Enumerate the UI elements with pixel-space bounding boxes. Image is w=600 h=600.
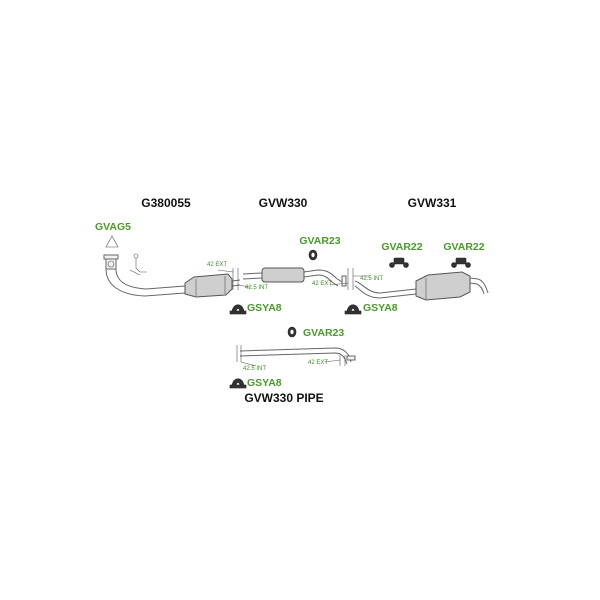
- dimension-label-42-5-int-c: 42.5 INT: [243, 366, 266, 372]
- dimension-marker-a: [217, 268, 251, 290]
- dimension-marker-c: [236, 345, 346, 367]
- dimension-label-42-5-int-b: 42.5 INT: [360, 276, 383, 282]
- accessory-label-gvag5: GVAG5: [95, 221, 131, 233]
- clamp-gsya8-top-left-icon: [229, 304, 247, 315]
- hanger-gvar22-left-icon: [389, 257, 409, 268]
- centre-silencer-gvw330: [242, 267, 347, 287]
- part-label-gvw330-pipe: GVW330 PIPE: [244, 391, 323, 405]
- accessory-label-gsya8-top-left: GSYA8: [247, 302, 282, 314]
- clamp-gsya8-top-right-icon: [344, 304, 362, 315]
- dimension-marker-b: [329, 268, 370, 290]
- accessory-label-gsya8-bottom: GSYA8: [247, 377, 282, 389]
- accessory-label-gvar23-top: GVAR23: [299, 235, 340, 247]
- rear-silencer-gvw331: [354, 271, 489, 301]
- dimension-label-42-ext-a: 42 EXT: [207, 262, 227, 268]
- dimension-label-42-5-int-a: 42.5 INT: [245, 285, 268, 291]
- part-label-gvw330: GVW330: [259, 196, 308, 210]
- dimension-label-42-ext-c: 42 EXT: [308, 360, 328, 366]
- accessory-label-gsya8-top-right: GSYA8: [363, 302, 398, 314]
- clamp-gsya8-bottom-icon: [229, 378, 247, 389]
- accessory-label-gvar22-right: GVAR22: [443, 241, 484, 253]
- hanger-gvar23-top-icon: [308, 249, 318, 261]
- hanger-gvar22-right-icon: [451, 257, 471, 268]
- accessory-label-gvar23-bottom: GVAR23: [303, 327, 344, 339]
- dimension-label-42-ext-b: 42 EXT: [312, 281, 332, 287]
- pipe-gvw330: [239, 347, 356, 365]
- accessory-label-gvar22-left: GVAR22: [381, 241, 422, 253]
- part-label-g380055: G380055: [141, 196, 191, 210]
- gasket-gvag5-icon: [105, 235, 119, 248]
- part-label-gvw331: GVW331: [408, 196, 457, 210]
- front-pipe-catalyst-g380055: [103, 235, 241, 298]
- hanger-gvar23-bottom-icon: [287, 326, 297, 338]
